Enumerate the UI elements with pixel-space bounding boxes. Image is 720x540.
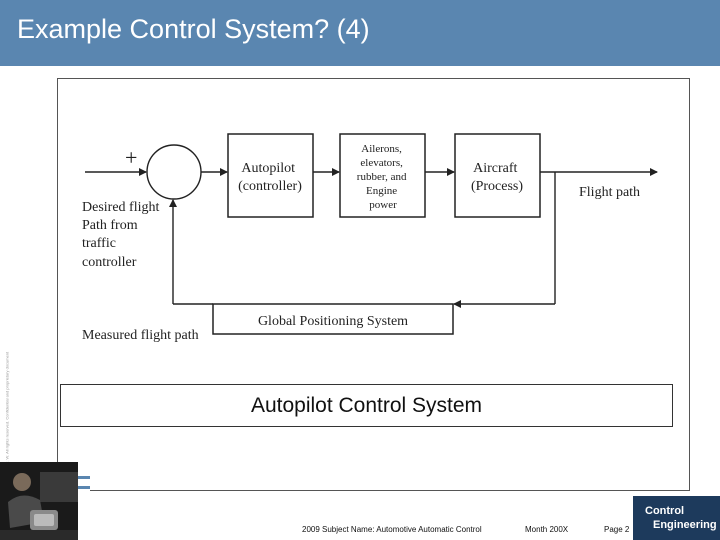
input-label-line: Desired flight: [82, 200, 159, 215]
actuator-label: Ailerons, elevators, rubber, and Engine …: [357, 143, 409, 211]
photo-accent-stripe: [78, 472, 90, 494]
slide-title: Example Control System? (4): [17, 14, 370, 44]
controller-label: Autopilot (controller): [238, 161, 302, 194]
block-diagram: + Autopilot (controller) Ailerons, eleva…: [82, 133, 658, 343]
input-label-line: traffic: [82, 236, 116, 251]
control-engineering-logo: Control Engineering: [633, 496, 720, 540]
copyright-side-text: ©C. W. All rights reserved. Confidential…: [4, 351, 10, 468]
sensor-label: Global Positioning System: [258, 314, 408, 329]
engineer-photo: [0, 462, 78, 540]
logo-line-1: Control: [645, 505, 685, 517]
actuator-label-line: elevators,: [360, 157, 403, 169]
actuator-label-line: rubber, and: [357, 171, 407, 183]
footer-page: Page 2: [604, 525, 630, 534]
controller-label-line: (controller): [238, 179, 302, 194]
controller-block: [227, 133, 314, 218]
process-label-line: Aircraft: [473, 161, 517, 176]
footer-course: 2009 Subject Name: Automotive Automatic …: [302, 525, 482, 534]
input-label-line: controller: [82, 255, 137, 270]
actuator-label-line: Engine: [366, 185, 397, 197]
footer-month: Month 200X: [525, 525, 569, 534]
process-label-line: (Process): [471, 179, 523, 194]
actuator-block: [339, 133, 426, 218]
caption: Autopilot Control System: [250, 394, 483, 417]
process-label: Aircraft (Process): [471, 161, 523, 194]
feedback-label: Measured flight path: [82, 328, 199, 343]
process-block: [454, 133, 541, 218]
caption-box: Autopilot Control System: [60, 384, 673, 427]
sensor-block: [212, 303, 454, 335]
input-label: Desired flight Path from traffic control…: [82, 200, 163, 270]
input-label-line: Path from: [82, 218, 138, 233]
actuator-label-line: Ailerons,: [361, 143, 402, 155]
output-label: Flight path: [579, 185, 640, 200]
controller-label-line: Autopilot: [241, 161, 295, 176]
summing-junction: [146, 144, 202, 200]
actuator-label-line: power: [369, 199, 397, 211]
sum-plus-sign: +: [125, 145, 137, 170]
logo-line-2: Engineering: [653, 519, 717, 531]
title-bar: Example Control System? (4): [0, 0, 720, 66]
